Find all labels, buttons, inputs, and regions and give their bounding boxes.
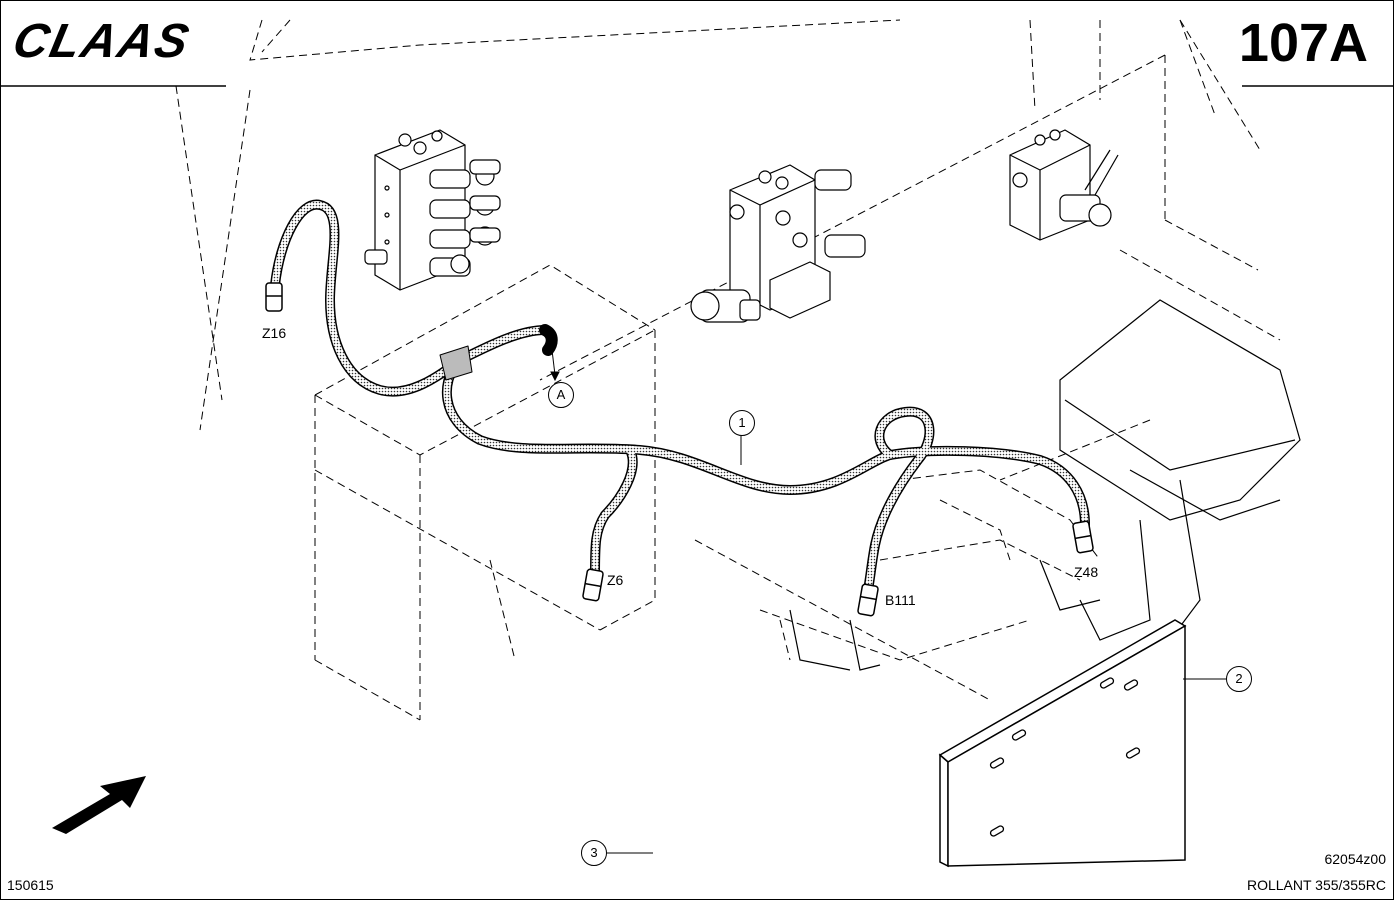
connector-z16 <box>265 282 283 312</box>
connector-plugs <box>265 282 1094 617</box>
callout-2: 2 <box>1226 666 1252 692</box>
footer-date-code: 150615 <box>7 877 54 893</box>
callout-3: 3 <box>581 840 607 866</box>
direction-arrow-icon <box>52 776 146 834</box>
brand-logo: CLAAS <box>8 15 196 68</box>
machine-outline <box>175 19 1281 721</box>
label-b111: B111 <box>885 592 916 608</box>
side-plate <box>938 619 1187 868</box>
valve-block-left <box>364 129 501 291</box>
wire-harness <box>270 205 1090 595</box>
connector-b111 <box>857 583 879 617</box>
footer-drawing-id: 62054z00 <box>1324 851 1386 867</box>
page-number: 107A <box>1238 13 1368 73</box>
footer-model: ROLLANT 355/355RC <box>1246 877 1386 893</box>
callout-1: 1 <box>729 410 755 436</box>
leader-lines <box>550 349 1226 854</box>
label-z48: Z48 <box>1074 564 1099 580</box>
label-z6: Z6 <box>607 572 624 588</box>
valve-block-center <box>690 164 866 323</box>
valve-block-right <box>1009 129 1119 241</box>
label-z16: Z16 <box>262 325 287 341</box>
callout-a: A <box>548 382 574 408</box>
